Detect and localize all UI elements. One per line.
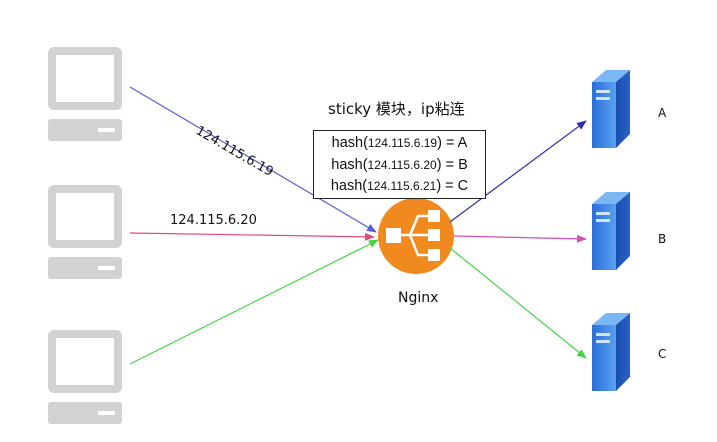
arrow-client1-to-nginx: [129, 86, 377, 233]
nginx-node: Nginx: [378, 198, 454, 306]
nginx-label: Nginx: [398, 290, 438, 306]
server-icon: [592, 313, 630, 391]
hash-rules-box: hash(124.115.6.19) = A hash(124.115.6.20…: [313, 130, 486, 199]
hash-rule-line: hash(124.115.6.19) = A: [314, 133, 485, 155]
server-icon: [592, 70, 630, 148]
hash-suffix: ) = B: [436, 156, 468, 173]
hash-suffix: ) = A: [437, 135, 468, 151]
server-b-label: B: [658, 232, 666, 246]
hash-ip: 124.115.6.20: [367, 157, 437, 172]
hash-prefix: hash(: [331, 156, 368, 173]
client-computer-1: [48, 47, 122, 141]
server-a: [592, 70, 630, 148]
server-c-label: C: [658, 347, 666, 361]
client-computer-2: [48, 185, 122, 279]
hash-ip: 124.115.6.21: [367, 179, 437, 193]
server-a-label: A: [658, 106, 667, 120]
hash-rule-line: hash(124.115.6.20) = B: [314, 155, 485, 177]
load-balancer-glyph: [386, 210, 440, 261]
client1-ip-label: 124.115.6.19: [193, 123, 276, 179]
server-b: [592, 192, 630, 270]
arrow-client3-to-nginx: [129, 239, 379, 365]
monitor-icon: [48, 330, 122, 424]
client-computer-3: [48, 330, 122, 424]
hash-rule-line: hash(124.115.6.21) = C: [314, 176, 485, 198]
monitor-icon: [48, 47, 122, 141]
arrow-nginx-to-server-c: [449, 247, 587, 359]
diagram-title: sticky 模块，ip粘连: [328, 100, 465, 118]
hash-ip: 124.115.6.19: [367, 136, 438, 150]
arrow-client2-to-nginx: [129, 232, 375, 241]
monitor-icon: [48, 185, 122, 279]
hash-prefix: hash(: [331, 135, 368, 151]
hash-prefix: hash(: [330, 178, 368, 194]
client2-ip-label: 124.115.6.20: [170, 213, 257, 228]
server-icon: [592, 192, 630, 270]
hash-suffix: ) = C: [436, 178, 469, 194]
arrow-nginx-to-server-b: [453, 234, 587, 243]
server-c: [592, 313, 630, 391]
arrow-nginx-to-server-a: [449, 120, 587, 223]
